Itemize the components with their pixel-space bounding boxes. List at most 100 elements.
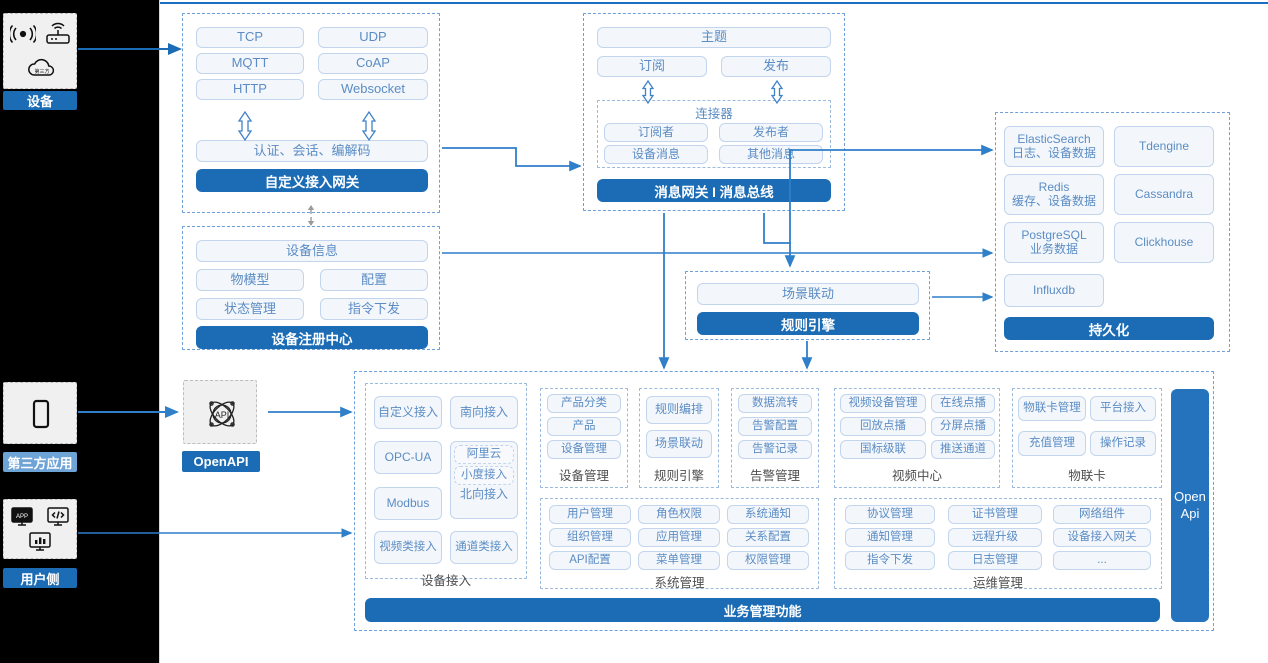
registry-group <box>182 226 440 350</box>
protocol-tcp[interactable]: TCP <box>196 27 304 48</box>
device-access-modbus[interactable]: Modbus <box>374 487 442 520</box>
re-scene-linkage[interactable]: 场景联动 <box>646 430 712 458</box>
actor-user-side-icons: APP <box>3 499 77 559</box>
protocol-udp[interactable]: UDP <box>318 27 428 48</box>
rule-engine-column-group <box>639 388 719 488</box>
chart-monitor-icon <box>26 530 54 554</box>
am-alarm-config[interactable]: 告警配置 <box>738 417 812 436</box>
protocol-coap[interactable]: CoAP <box>318 53 428 74</box>
dm-product[interactable]: 产品 <box>547 417 621 436</box>
om-device-access-gateway[interactable]: 设备接入网关 <box>1053 528 1151 547</box>
om-notice-management[interactable]: 通知管理 <box>845 528 935 547</box>
open-api-vertical-bar[interactable]: Open Api <box>1171 389 1209 622</box>
device-access-custom[interactable]: 自定义接入 <box>374 396 442 429</box>
open-api-bar-label: Open Api <box>1174 489 1206 521</box>
db-name: PostgreSQL <box>1021 227 1087 242</box>
message-bus-footer[interactable]: 消息网关 I 消息总线 <box>597 179 831 202</box>
registry-state-management[interactable]: 状态管理 <box>196 298 304 320</box>
bus-publish[interactable]: 发布 <box>721 56 831 77</box>
gateway-auth-session-codec[interactable]: 认证、会话、编解码 <box>196 140 428 162</box>
bus-subscribe[interactable]: 订阅 <box>597 56 707 77</box>
persistence-footer[interactable]: 持久化 <box>1004 317 1214 340</box>
actor-user-side-label: 用户侧 <box>3 568 77 588</box>
rule-engine-footer[interactable]: 规则引擎 <box>697 312 919 335</box>
actor-third-party-icons <box>3 382 77 444</box>
connector-device-message[interactable]: 设备消息 <box>604 145 708 164</box>
cloud-icon: 第三方 <box>24 54 60 82</box>
om-cert-management[interactable]: 证书管理 <box>948 505 1042 524</box>
actor-device-icons: 第三方 <box>3 13 77 89</box>
device-access-northbound[interactable]: 阿里云 小度接入 北向接入 <box>450 441 518 519</box>
connector-subscriber[interactable]: 订阅者 <box>604 123 708 142</box>
sm-system-notice[interactable]: 系统通知 <box>727 505 809 524</box>
gateway-footer[interactable]: 自定义接入网关 <box>196 169 428 192</box>
protocol-websocket[interactable]: Websocket <box>318 79 428 100</box>
sm-menu-management[interactable]: 菜单管理 <box>638 551 720 570</box>
registry-footer[interactable]: 设备注册中心 <box>196 326 428 349</box>
persistence-elasticsearch[interactable]: ElasticSearch 日志、设备数据 <box>1004 126 1104 167</box>
device-access-opcua[interactable]: OPC-UA <box>374 441 442 474</box>
persistence-influxdb[interactable]: Influxdb <box>1004 274 1104 307</box>
persistence-redis[interactable]: Redis 缓存、设备数据 <box>1004 174 1104 215</box>
persistence-clickhouse[interactable]: Clickhouse <box>1114 222 1214 263</box>
alarm-management-caption: 告警管理 <box>749 469 800 483</box>
rule-engine-scene-linkage[interactable]: 场景联动 <box>697 283 919 305</box>
om-log-management[interactable]: 日志管理 <box>948 551 1042 570</box>
protocol-mqtt[interactable]: MQTT <box>196 53 304 74</box>
app-monitor-icon: APP <box>8 505 36 529</box>
svg-text:APP: APP <box>16 514 28 520</box>
rule-engine-column-caption: 规则引擎 <box>653 469 704 483</box>
persistence-postgresql[interactable]: PostgreSQL 业务数据 <box>1004 222 1104 263</box>
persistence-cassandra[interactable]: Cassandra <box>1114 174 1214 215</box>
db-desc: 缓存、设备数据 <box>1011 193 1096 208</box>
signal-icon <box>8 22 38 46</box>
persistence-tdengine[interactable]: Tdengine <box>1114 126 1214 167</box>
re-rule-orchestration[interactable]: 规则编排 <box>646 396 712 424</box>
sm-relation-config[interactable]: 关系配置 <box>727 528 809 547</box>
vc-split-screen-play[interactable]: 分屏点播 <box>931 417 995 436</box>
sm-role-permission[interactable]: 角色权限 <box>638 505 720 524</box>
ic-recharge-management[interactable]: 充值管理 <box>1018 431 1086 456</box>
bus-topic[interactable]: 主题 <box>597 27 831 48</box>
registry-device-info[interactable]: 设备信息 <box>196 240 428 262</box>
om-command-issue[interactable]: 指令下发 <box>845 551 935 570</box>
ops-management-group <box>834 498 1162 589</box>
vc-push-channel[interactable]: 推送通道 <box>931 440 995 459</box>
dm-device-management[interactable]: 设备管理 <box>547 440 621 459</box>
vc-playback[interactable]: 回放点播 <box>840 417 926 436</box>
sm-permission-management[interactable]: 权限管理 <box>727 551 809 570</box>
registry-config[interactable]: 配置 <box>320 269 428 291</box>
registry-command-issue[interactable]: 指令下发 <box>320 298 428 320</box>
om-network-component[interactable]: 网络组件 <box>1053 505 1151 524</box>
device-access-southbound[interactable]: 南向接入 <box>450 396 518 429</box>
connector-other-message[interactable]: 其他消息 <box>719 145 823 164</box>
protocol-http[interactable]: HTTP <box>196 79 304 100</box>
ic-platform-access[interactable]: 平台接入 <box>1090 396 1156 421</box>
device-access-video[interactable]: 视频类接入 <box>374 531 442 564</box>
om-remote-upgrade[interactable]: 远程升级 <box>948 528 1042 547</box>
am-alarm-record[interactable]: 告警记录 <box>738 440 812 459</box>
vc-video-device-management[interactable]: 视频设备管理 <box>840 394 926 413</box>
dm-product-category[interactable]: 产品分类 <box>547 394 621 413</box>
vc-online-play[interactable]: 在线点播 <box>931 394 995 413</box>
device-access-xiaodu[interactable]: 小度接入 <box>454 466 514 485</box>
ic-operation-record[interactable]: 操作记录 <box>1090 431 1156 456</box>
vc-gb-cascade[interactable]: 国标级联 <box>840 440 926 459</box>
business-footer[interactable]: 业务管理功能 <box>365 598 1160 622</box>
mobile-phone-icon <box>26 398 56 430</box>
om-protocol-management[interactable]: 协议管理 <box>845 505 935 524</box>
ops-management-caption: 运维管理 <box>972 576 1023 590</box>
registry-thing-model[interactable]: 物模型 <box>196 269 304 291</box>
router-icon <box>42 20 74 48</box>
device-access-aliyun[interactable]: 阿里云 <box>454 445 514 464</box>
sm-org-management[interactable]: 组织管理 <box>549 528 631 547</box>
sm-user-management[interactable]: 用户管理 <box>549 505 631 524</box>
ic-card-management[interactable]: 物联卡管理 <box>1018 396 1086 421</box>
device-access-channel[interactable]: 通道类接入 <box>450 531 518 564</box>
sm-app-management[interactable]: 应用管理 <box>638 528 720 547</box>
om-more[interactable]: ... <box>1053 551 1151 570</box>
am-data-flow[interactable]: 数据流转 <box>738 394 812 413</box>
connector-title: 连接器 <box>695 107 733 121</box>
connector-publisher[interactable]: 发布者 <box>719 123 823 142</box>
sm-api-config[interactable]: API配置 <box>549 551 631 570</box>
